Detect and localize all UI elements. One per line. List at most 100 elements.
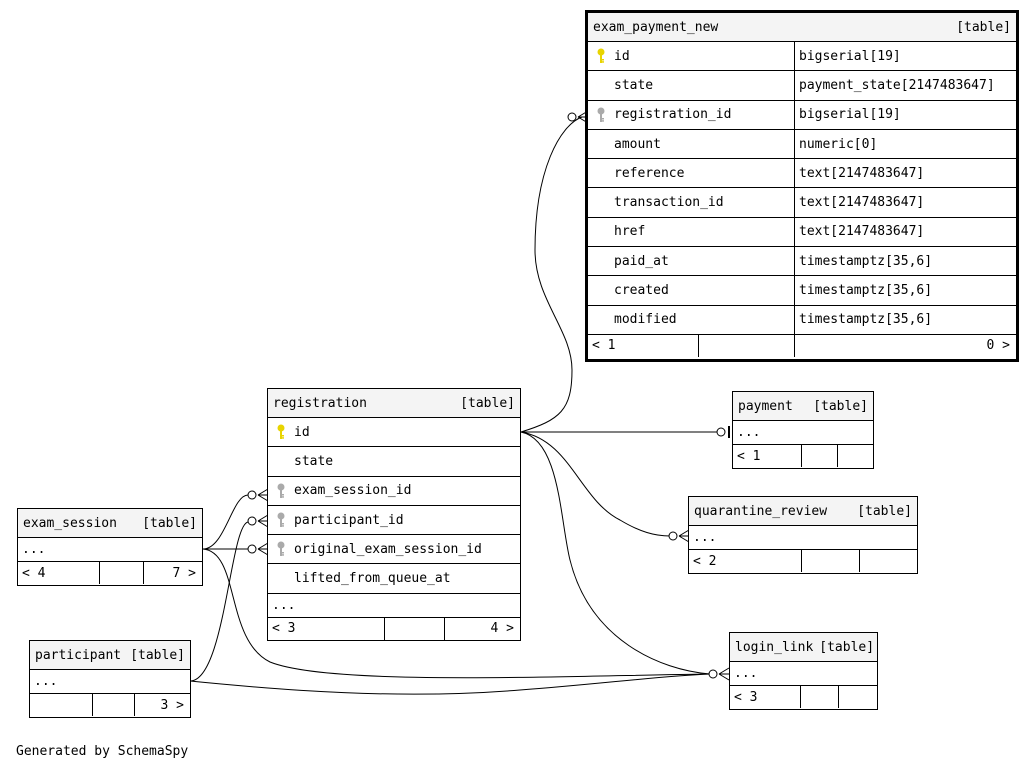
edge-end-circle (247, 490, 257, 500)
table-header: exam_session [table] (18, 509, 202, 538)
foreign-key-icon (277, 512, 285, 527)
column-row[interactable]: state (268, 447, 520, 477)
footer-right-count[interactable]: 4 > (444, 617, 520, 640)
column-row[interactable]: original_exam_session_id (268, 535, 520, 565)
edge-crowfoot (257, 514, 269, 528)
column-name-text: paid_at (614, 253, 669, 269)
column-name: registration_id (588, 101, 794, 129)
table-exam-session[interactable]: exam_session [table] ... < 4 7 > (17, 508, 203, 586)
edge-crowfoot (257, 488, 269, 502)
table-kind: [table] (142, 515, 197, 531)
foreign-key-icon (597, 107, 605, 122)
column-name: state (588, 71, 794, 99)
generated-by-footer: Generated by SchemaSpy (16, 744, 189, 759)
table-ellipsis: ... (30, 670, 190, 694)
table-name: exam_payment_new (593, 19, 719, 35)
edge-crowfoot (718, 667, 730, 681)
table-kind: [table] (956, 19, 1011, 35)
column-name-text: participant_id (294, 512, 404, 528)
footer-left-count[interactable]: < 1 (737, 448, 761, 464)
column-row[interactable]: lifted_from_queue_at (268, 564, 520, 594)
column-name-text: state (294, 453, 334, 469)
edge-registration-exam-payment-new (520, 116, 583, 433)
table-header: exam_payment_new [table] (588, 13, 1016, 42)
foreign-key-icon (277, 483, 285, 498)
table-login-link[interactable]: login_link [table] ... < 3 (729, 632, 878, 710)
column-name-text: created (614, 283, 669, 299)
footer-middle (801, 550, 859, 572)
edge-exam-session-registration-a (202, 494, 249, 550)
column-name: exam_session_id (268, 477, 520, 505)
edge-exam-session-login-link (202, 548, 711, 679)
column-name-text: modified (614, 312, 677, 328)
table-ellipsis: ... (733, 421, 873, 445)
table-payment[interactable]: payment [table] ... < 1 (732, 391, 874, 469)
table-registration[interactable]: registration [table] id state exam_session… (267, 388, 521, 641)
edge-registration-login-link (520, 431, 711, 675)
primary-key-icon (597, 48, 605, 63)
footer-right-count[interactable] (859, 550, 917, 572)
column-name: amount (588, 130, 794, 158)
table-kind: [table] (460, 395, 515, 411)
table-footer: < 3 4 > (268, 617, 520, 640)
table-participant[interactable]: participant [table] ... 3 > (29, 640, 191, 718)
column-name-text: original_exam_session_id (294, 541, 482, 557)
edge-participant-login-link (189, 673, 711, 695)
table-ellipsis: ... (18, 538, 202, 562)
column-name-text: href (614, 224, 646, 240)
table-name: registration (273, 395, 367, 411)
footer-left-count[interactable]: < 3 (272, 621, 296, 637)
table-header: quarantine_review [table] (689, 497, 917, 526)
footer-right-count[interactable]: 0 > (794, 334, 1016, 357)
table-kind: [table] (819, 639, 875, 655)
footer-middle (99, 562, 143, 584)
edge-end-circle (668, 531, 678, 541)
table-header: payment [table] (733, 392, 873, 421)
table-ellipsis: ... (730, 662, 877, 686)
edge-end-circle (247, 516, 257, 526)
table-quarantine-review[interactable]: quarantine_review [table] ... < 2 (688, 496, 918, 574)
table-footer: < 4 7 > (18, 562, 202, 584)
column-name-text: transaction_id (614, 195, 724, 211)
table-ellipsis: ... (689, 526, 917, 550)
table-header: login_link [table] (730, 633, 877, 662)
footer-left-count[interactable]: < 4 (22, 565, 46, 581)
column-name: transaction_id (588, 188, 794, 216)
footer-right-count[interactable] (837, 445, 873, 467)
column-type: text[2147483647] (794, 217, 1016, 247)
table-footer: < 3 (730, 686, 877, 708)
column-name: created (588, 276, 794, 304)
column-row[interactable]: exam_session_id (268, 477, 520, 506)
column-name: id (588, 42, 794, 70)
column-row[interactable]: participant_id (268, 506, 520, 536)
column-row[interactable]: href text[2147483647] (588, 217, 1016, 248)
column-row[interactable]: id (268, 418, 520, 448)
footer-right-count[interactable]: 7 > (143, 562, 202, 584)
table-name: participant (35, 647, 122, 663)
footer-right-count[interactable]: 3 > (134, 694, 190, 716)
foreign-key-icon (277, 541, 285, 557)
column-name-text: reference (614, 165, 685, 181)
footer-left-count[interactable]: < 3 (734, 689, 758, 705)
table-name: payment (738, 398, 793, 414)
column-name: modified (588, 306, 794, 334)
footer-left-count[interactable] (30, 694, 92, 716)
table-kind: [table] (857, 503, 912, 519)
table-header: participant [table] (30, 641, 190, 670)
column-name-text: id (614, 48, 630, 64)
footer-right-count[interactable] (838, 686, 877, 708)
footer-left-count[interactable]: < 1 (592, 338, 616, 354)
footer-left-count[interactable]: < 2 (693, 553, 717, 569)
footer-middle (92, 694, 134, 716)
